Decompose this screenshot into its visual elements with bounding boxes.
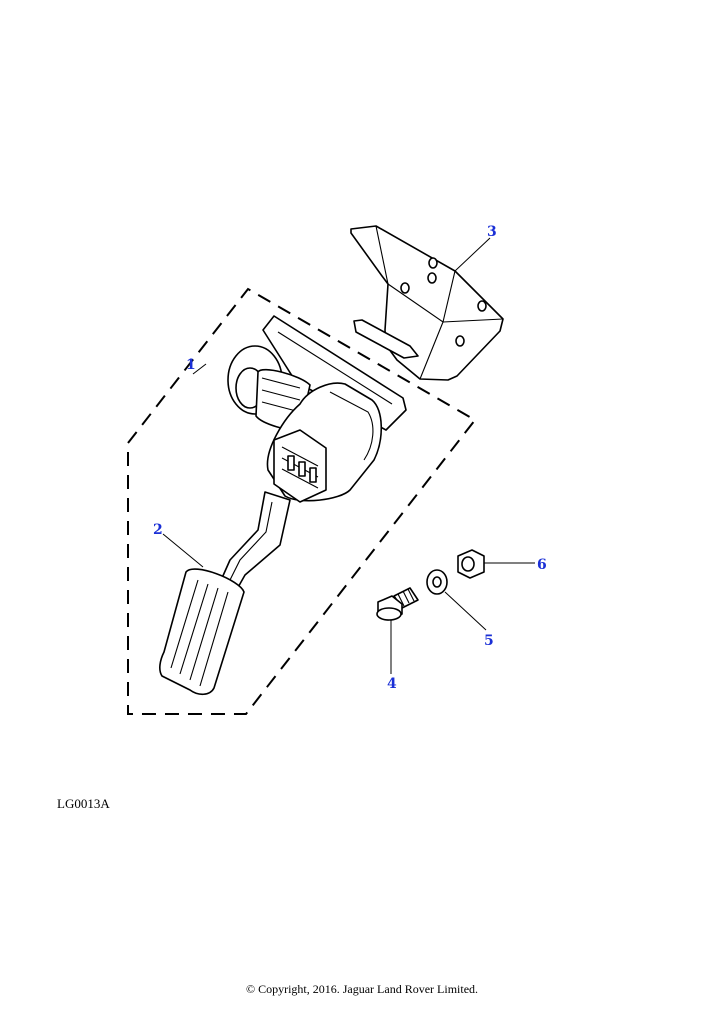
copyright-notice: © Copyright, 2016. Jaguar Land Rover Lim… — [245, 982, 479, 996]
callout-6: 6 — [537, 557, 547, 573]
callout-2: 2 — [153, 522, 163, 538]
callout-5: 5 — [484, 633, 494, 649]
bolt — [376, 587, 419, 621]
assembly-outline — [127, 287, 477, 715]
leader-line-2 — [162, 533, 204, 568]
mounting-bracket — [350, 225, 504, 381]
callout-1: 1 — [186, 357, 196, 373]
nut — [457, 549, 485, 579]
leader-line-3 — [454, 237, 491, 272]
pedal-assembly — [159, 315, 407, 696]
washer — [426, 569, 448, 595]
leader-line-1 — [192, 363, 207, 375]
leader-line-5 — [444, 591, 487, 631]
callout-3: 3 — [487, 224, 497, 240]
callout-4: 4 — [387, 676, 397, 692]
diagram-reference-code: LG0013A — [57, 796, 110, 811]
